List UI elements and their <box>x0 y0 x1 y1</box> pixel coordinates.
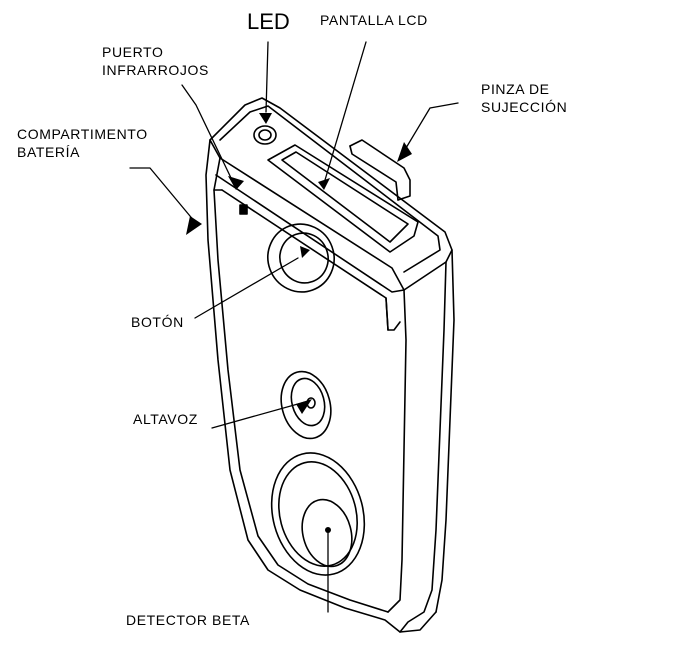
label-pinza-line2: SUJECCIÓN <box>481 99 568 115</box>
clip-shape <box>349 139 411 201</box>
arrowheads <box>186 113 412 533</box>
led-lens <box>253 125 277 145</box>
label-led: LED <box>247 9 290 34</box>
label-puerto-line1: PUERTO <box>102 44 164 60</box>
label-pantalla-lcd: PANTALLA LCD <box>320 11 428 29</box>
leader-lines <box>129 41 459 613</box>
label-boton-text: BOTÓN <box>131 314 184 330</box>
label-detector-text: DETECTOR BETA <box>126 612 250 628</box>
main-button <box>267 223 335 293</box>
label-altavoz: ALTAVOZ <box>133 410 198 428</box>
label-detector-beta: DETECTOR BETA <box>126 611 250 629</box>
label-compartimento-line1: COMPARTIMENTO <box>17 126 148 142</box>
label-puerto-infrarrojos: PUERTO INFRARROJOS <box>102 43 209 79</box>
label-pantalla-text: PANTALLA LCD <box>320 12 428 28</box>
label-altavoz-text: ALTAVOZ <box>133 411 198 427</box>
beta-detector-window <box>270 452 366 576</box>
infrared-port <box>239 204 248 215</box>
label-pinza-line1: PINZA DE <box>481 81 550 97</box>
device-body <box>205 97 455 633</box>
label-pinza-sujeccion: PINZA DE SUJECCIÓN <box>481 80 567 116</box>
label-puerto-line2: INFRARROJOS <box>102 62 209 78</box>
label-led-text: LED <box>247 9 290 34</box>
lcd-window <box>267 144 419 253</box>
label-compartimento-line2: BATERÍA <box>17 144 81 160</box>
label-boton: BOTÓN <box>131 313 184 331</box>
label-compartimento-bateria: COMPARTIMENTO BATERÍA <box>17 125 148 161</box>
